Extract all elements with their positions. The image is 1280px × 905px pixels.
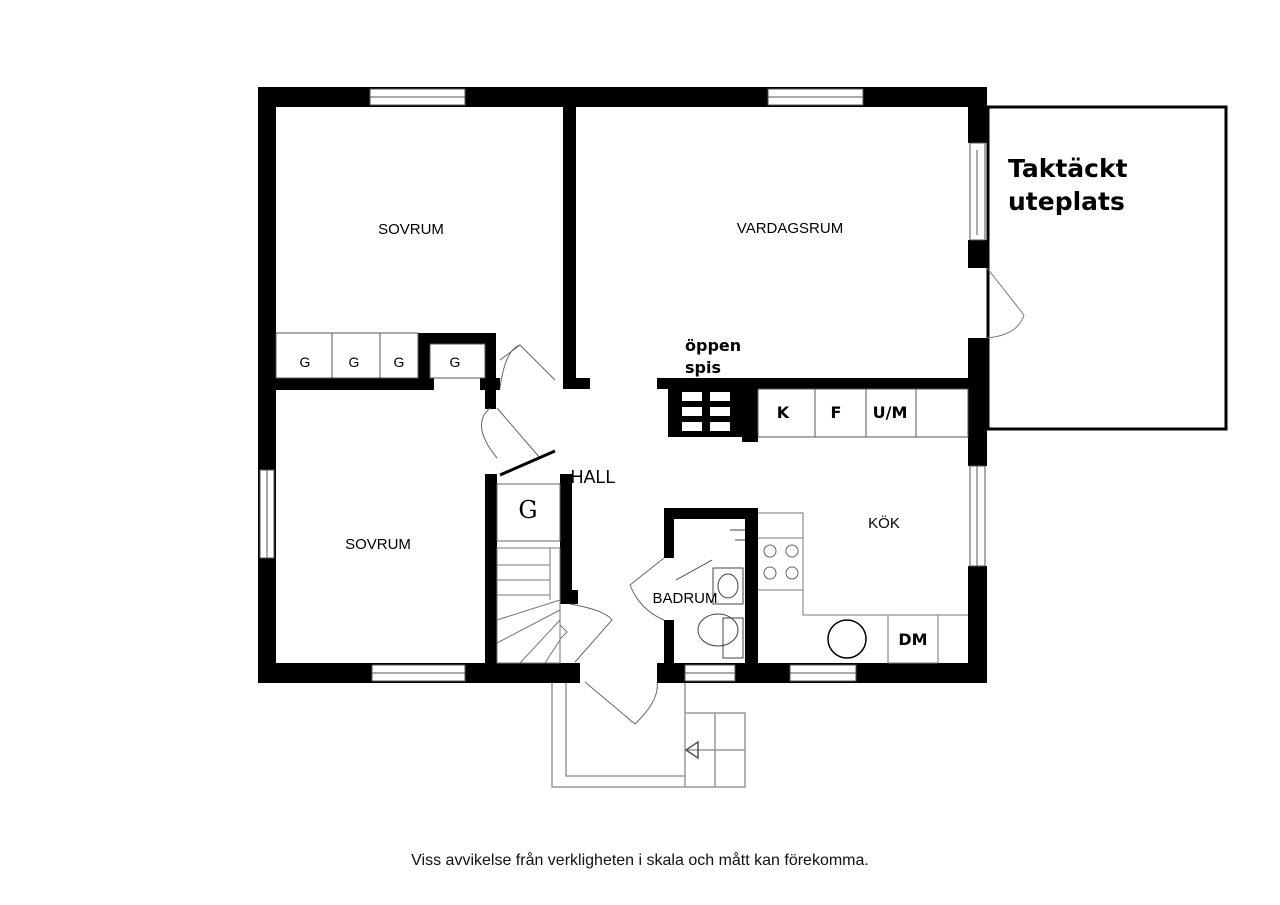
hall-closet-label: G	[518, 496, 537, 524]
fireplace-label-line2: spis	[685, 358, 721, 377]
dining-table-icon	[827, 619, 867, 659]
entrance-steps	[551, 682, 746, 788]
stove-icon	[763, 544, 799, 580]
terrace-label-line2: uteplats	[1008, 187, 1125, 216]
terrace-outline	[986, 105, 1228, 431]
bathroom-fixtures	[675, 529, 745, 659]
room-label-sovrum-bottom: SOVRUM	[345, 536, 411, 553]
closet-label: G	[349, 354, 360, 370]
fireplace-label-line1: öppen	[685, 336, 741, 355]
hall-closet-interior	[496, 483, 561, 542]
room-label-kok: KÖK	[868, 514, 900, 532]
room-label-vardagsrum: VARDAGSRUM	[737, 220, 843, 237]
entrance-arrow-icon	[684, 740, 699, 760]
dishwasher-label: DM	[898, 630, 927, 649]
disclaimer-text: Viss avvikelse från verkligheten i skala…	[411, 852, 869, 869]
kitchen-appliances	[757, 388, 969, 438]
staircase	[496, 547, 568, 664]
freezer-label: F	[831, 403, 842, 422]
kitchen-counter	[758, 512, 968, 664]
room-label-sovrum-top: SOVRUM	[378, 221, 444, 238]
fireplace	[668, 387, 748, 437]
terrace-label-line1: Taktäckt	[1008, 154, 1128, 183]
fridge-label: K	[777, 403, 790, 422]
room-label-hall: HALL	[570, 467, 615, 487]
door-swings	[481, 344, 665, 725]
hall-closet-door	[499, 449, 556, 477]
windows	[259, 88, 986, 682]
closet-label: G	[300, 354, 311, 370]
terrace-door-swing	[986, 267, 1025, 339]
interior-walls	[276, 107, 968, 671]
room-label-badrum: BADRUM	[652, 590, 717, 607]
closet-label: G	[394, 354, 405, 370]
toilet-icon	[697, 613, 739, 647]
closet-label: G	[450, 354, 461, 370]
bedroom-closets	[275, 332, 486, 379]
oven-micro-label: U/M	[873, 403, 908, 422]
